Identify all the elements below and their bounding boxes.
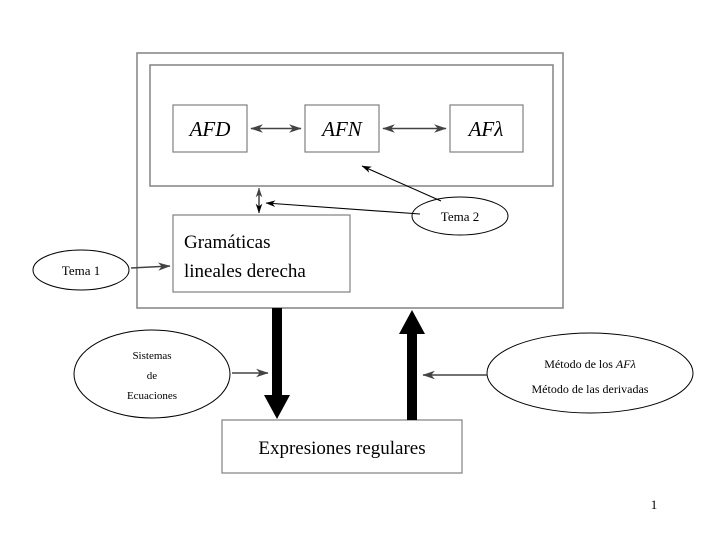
expressions-box[interactable]	[221, 419, 463, 474]
thick-arrow-up	[399, 310, 425, 420]
afn-label: AFN	[320, 117, 363, 141]
sistemas-label-line1: Sistemas	[132, 350, 171, 362]
page-number: 1	[651, 497, 658, 512]
arrow-tema1-grammar	[130, 262, 171, 271]
tema1-ellipse[interactable]	[32, 249, 130, 291]
arrow-tema2-automata	[361, 165, 442, 202]
afn-box[interactable]	[304, 104, 380, 153]
afd-label: AFD	[188, 117, 231, 141]
afd-box[interactable]	[172, 104, 248, 153]
tema2-label: Tema 2	[441, 209, 479, 224]
metodos-line1-italic: AFλ	[615, 357, 636, 371]
sistemas-ellipse[interactable]	[73, 329, 231, 419]
metodos-label-line1: Método de los AFλ	[544, 357, 636, 371]
tema1-label: Tema 1	[62, 263, 100, 278]
aflambda-box[interactable]	[449, 104, 524, 153]
inner-frame	[149, 64, 554, 187]
thick-arrow-down	[264, 308, 290, 419]
outer-frame	[136, 52, 564, 309]
tema2-ellipse[interactable]	[411, 196, 509, 236]
aflambda-label: AFλ	[467, 117, 504, 141]
sistemas-label-line3: Ecuaciones	[127, 390, 177, 402]
metodos-line1-prefix: Método de los	[544, 357, 616, 371]
arrow-tema2-grammar	[265, 200, 421, 215]
metodos-label-line2: Método de las derivadas	[532, 382, 649, 396]
sistemas-label-line2: de	[147, 370, 158, 382]
grammar-label-line2: lineales derecha	[184, 261, 306, 282]
expressions-label: Expresiones regulares	[258, 438, 425, 459]
grammar-label-line1: Gramáticas	[184, 232, 271, 253]
metodos-ellipse[interactable]	[486, 332, 694, 414]
grammar-box[interactable]	[172, 214, 351, 293]
